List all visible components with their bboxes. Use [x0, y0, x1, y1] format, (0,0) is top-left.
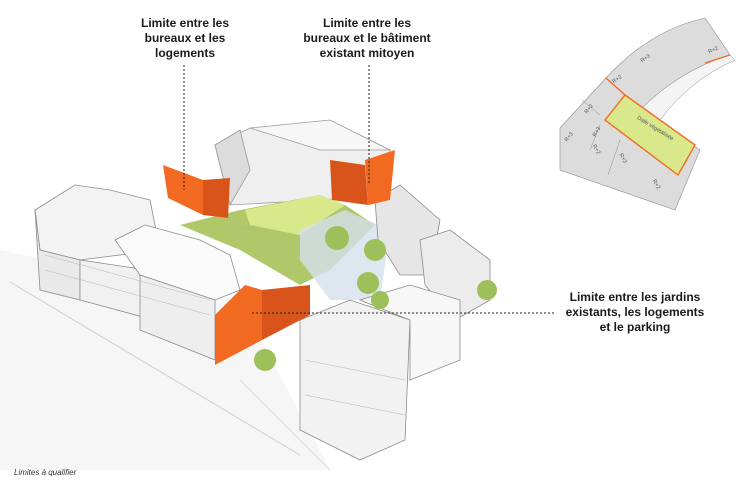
tree — [254, 349, 276, 371]
annotation-line: existant mitoyen — [319, 46, 415, 60]
limit-wall-party-building — [330, 160, 368, 205]
figure-caption: Limites à qualifier — [14, 468, 77, 477]
inset-zone-label: R+2 — [611, 74, 623, 85]
tree — [371, 291, 389, 309]
inset-zone-label: R+3 — [564, 131, 575, 143]
building-right — [299, 184, 491, 461]
housing-block-left — [34, 184, 241, 361]
limit-wall-offices-housing-side — [203, 178, 230, 218]
ground — [0, 250, 331, 471]
inset-zone-label: R+2 — [651, 179, 661, 191]
trees — [254, 226, 497, 371]
inset-zone-label: R+2 — [591, 144, 601, 156]
limit-wall-gardens-parking — [215, 285, 262, 365]
inset-zone-label: R+3 — [592, 126, 602, 138]
leader-lines — [183, 65, 556, 314]
inset-zone-label: R+2 — [584, 103, 595, 115]
inset-zone-label: R+2 — [708, 46, 720, 56]
tree — [357, 272, 379, 294]
inset-zone-label: R+3 — [618, 153, 628, 165]
annotation-line: bureaux et les — [144, 31, 226, 45]
limit-wall-offices-housing — [163, 165, 203, 215]
annotation-offices-party-building-limit: Limite entre les bureaux et le bâtiment … — [292, 16, 442, 61]
annotation-line: existants, les logements — [565, 305, 705, 319]
annotation-line: et le parking — [599, 320, 671, 334]
tree — [477, 280, 497, 300]
annotation-gardens-housing-parking-limit: Limite entre les jardins existants, les … — [560, 290, 710, 335]
annotation-line: Limite entre les — [322, 16, 412, 30]
annotation-offices-housing-limit: Limite entre les bureaux et les logement… — [130, 16, 240, 61]
green-roof-slab — [604, 94, 696, 177]
inset-zone-label: R+3 — [640, 53, 652, 64]
annotation-line: Limite entre les jardins — [569, 290, 701, 304]
tree — [364, 239, 386, 261]
annotation-line: Limite entre les — [140, 16, 230, 30]
tree — [325, 226, 349, 250]
inset-site-plan: Dalle végétalisée R+3 R+2 R+2 R+3 R+2 R+… — [559, 17, 736, 211]
annotation-line: logements — [154, 46, 215, 60]
limit-wall-party-building-side — [365, 150, 395, 205]
annotation-line: bureaux et le bâtiment — [303, 31, 431, 45]
